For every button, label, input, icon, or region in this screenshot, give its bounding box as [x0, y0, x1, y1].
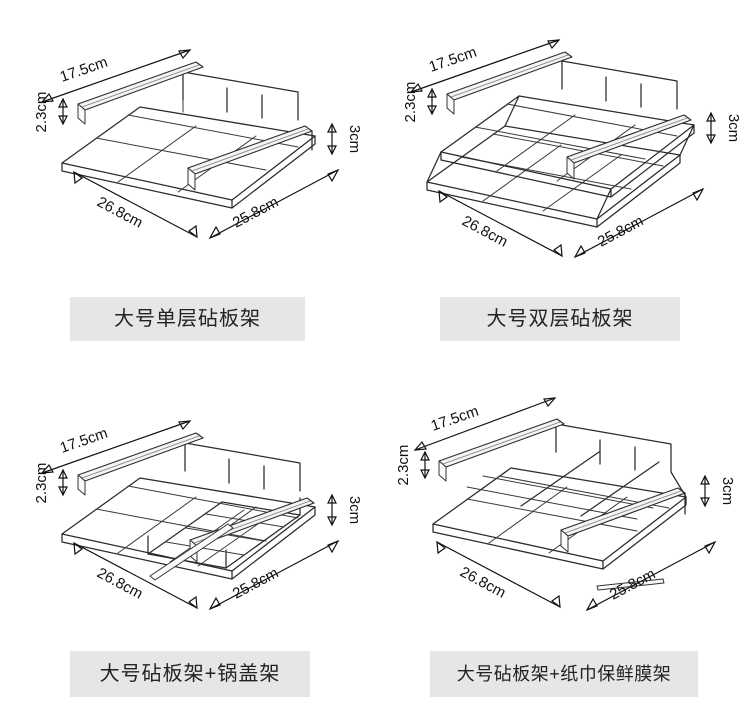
dimension-label-back-width: 26.8cm [459, 213, 510, 251]
dimension-back-width-26-8: 26.8cm [73, 541, 198, 610]
dimension-label-front-height: 3cm [719, 477, 736, 505]
dimension-front-width-25-8: 25.8cm [208, 539, 340, 611]
rack-diagram-towel-wrap-rack: 17.5cm 2.3cm 3cm [375, 364, 750, 664]
dimension-label-lip-height: 2.3cm [402, 82, 419, 123]
caption-band-towel-wrap-rack: 大号砧板架+纸巾保鲜膜架 [430, 651, 698, 697]
caption-label-double-layer: 大号双层砧板架 [486, 308, 634, 330]
rack-divider-rails [184, 442, 301, 492]
dimension-front-width-25-8: 25.8cm [573, 187, 705, 259]
dimension-back-width-26-8: 26.8cm [438, 189, 563, 258]
dimension-front-height-3: 3cm [706, 111, 742, 145]
caption-band-single-layer: 大号单层砧板架 [70, 297, 305, 341]
rack-front-lip-bar [566, 114, 692, 180]
caption-band-lid-rack: 大号砧板架+锅盖架 [70, 651, 310, 697]
dimension-label-front-width: 25.8cm [607, 565, 658, 603]
dimension-front-height-3: 3cm [327, 122, 363, 156]
dimension-back-width-26-8: 26.8cm [436, 540, 561, 609]
dimension-lip-height-2-3: 2.3cm [402, 82, 437, 123]
caption-label-single-layer: 大号单层砧板架 [114, 308, 261, 330]
dimension-front-width-25-8: 25.8cm [585, 540, 717, 612]
rack-tier-connector-posts [426, 95, 695, 220]
dimension-label-front-width: 25.8cm [230, 564, 281, 602]
rack-back-lip-bar [438, 418, 565, 482]
dimension-label-lip-height: 2.3cm [33, 92, 50, 133]
caption-band-double-layer: 大号双层砧板架 [440, 297, 680, 341]
rack-front-lip-bar [187, 125, 313, 191]
dimension-depth-17-5: 17.5cm [413, 397, 557, 451]
dimension-front-height-3: 3cm [327, 493, 363, 527]
dimension-label-back-width: 26.8cm [457, 564, 508, 602]
rack-diagram-single-layer: 17.5cm 2.3cm 3cm [0, 0, 375, 300]
rack-back-lip-bar [446, 51, 573, 115]
rack-divider-rails [561, 60, 678, 110]
dimension-label-back-width: 26.8cm [94, 194, 145, 232]
dimension-front-width-25-8: 25.8cm [208, 168, 340, 240]
dimension-lip-height-2-3: 2.3cm [33, 463, 68, 504]
rack-back-lip-bar [77, 61, 204, 125]
rack-base-frame [61, 106, 316, 209]
dimension-label-front-width: 25.8cm [595, 212, 646, 250]
rack-lower-front-bar [149, 523, 234, 581]
product-variant-panel-lid-rack[interactable]: 17.5cm 2.3cm 3cm [0, 364, 375, 728]
rack-divider-rails [555, 423, 672, 473]
dimension-lip-height-2-3: 2.3cm [33, 92, 68, 133]
dimension-label-lip-height: 2.3cm [33, 463, 50, 504]
caption-label-towel-wrap-rack: 大号砧板架+纸巾保鲜膜架 [456, 664, 672, 684]
rack-divider-rails [182, 71, 299, 121]
dimension-lip-height-2-3: 2.3cm [395, 445, 430, 486]
rack-base-frame [432, 467, 687, 570]
dimension-label-back-width: 26.8cm [94, 565, 145, 603]
pot-lid-sub-rack [147, 497, 301, 569]
rack-back-lip-bar [77, 432, 204, 496]
dimension-label-front-width: 25.8cm [230, 193, 281, 231]
product-variant-panel-single-layer[interactable]: 17.5cm 2.3cm 3cm [0, 0, 375, 364]
dimension-label-lip-height: 2.3cm [395, 445, 412, 486]
product-variant-panel-towel-wrap-rack[interactable]: 17.5cm 2.3cm 3cm [375, 364, 750, 728]
dimension-back-width-26-8: 26.8cm [73, 170, 198, 239]
caption-label-lid-rack: 大号砧板架+锅盖架 [99, 663, 281, 685]
dimension-label-front-height: 3cm [346, 125, 363, 153]
dimension-front-height-3: 3cm [700, 474, 736, 508]
rack-diagram-double-layer: 17.5cm 2.3cm 3cm [375, 0, 750, 300]
dimension-label-front-height: 3cm [346, 496, 363, 524]
dimension-label-depth: 17.5cm [429, 403, 481, 435]
product-variant-panel-double-layer[interactable]: 17.5cm 2.3cm 3cm [375, 0, 750, 364]
rack-right-post [670, 471, 687, 515]
dimension-label-front-height: 3cm [725, 114, 742, 142]
rack-diagram-lid-rack: 17.5cm 2.3cm 3cm [0, 364, 375, 664]
